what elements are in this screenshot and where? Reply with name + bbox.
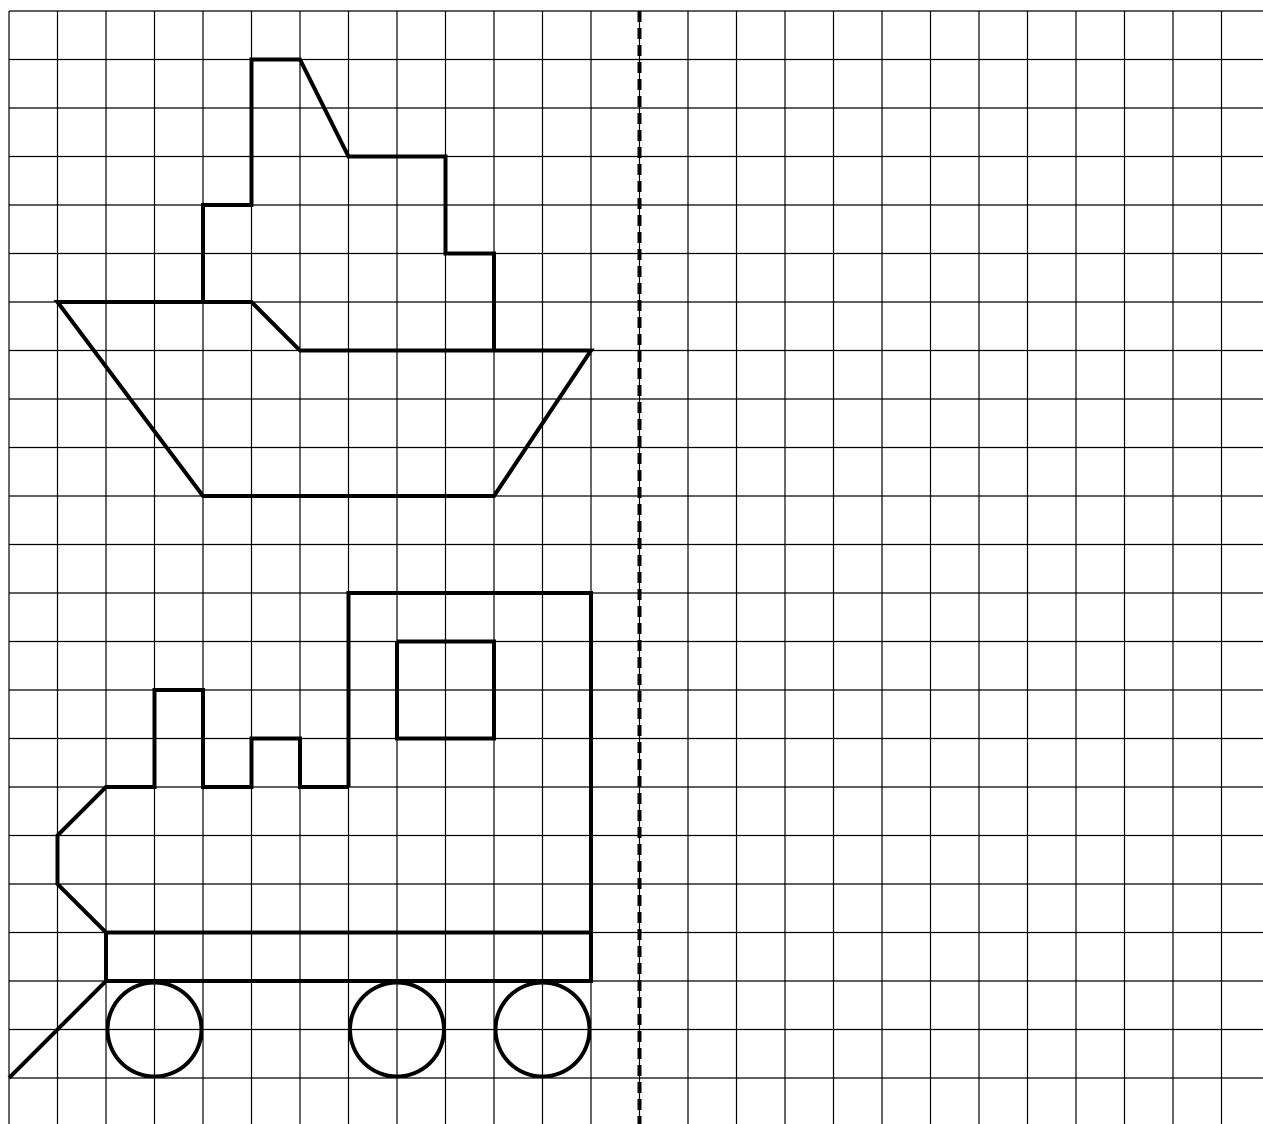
- square-grid: [9, 11, 1263, 1124]
